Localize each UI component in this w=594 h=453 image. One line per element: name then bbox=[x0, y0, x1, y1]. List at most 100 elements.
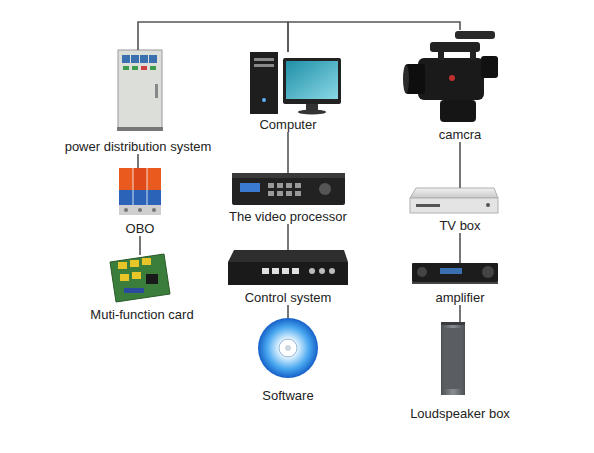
control-system-picture-part bbox=[329, 268, 335, 274]
surge-protector-picture-part bbox=[119, 168, 133, 190]
camera-picture-part bbox=[470, 50, 476, 60]
video-processor-picture-part bbox=[295, 183, 301, 188]
control-system-picture-part bbox=[282, 268, 289, 274]
software-disc-picture-part bbox=[285, 345, 291, 351]
computer-node: Computer bbox=[238, 52, 338, 132]
software-node: Software bbox=[250, 318, 326, 403]
power-cabinet-picture-part bbox=[141, 66, 147, 70]
camera-picture-part bbox=[418, 58, 484, 100]
control-system-picture bbox=[228, 250, 348, 285]
video-processor-picture-part bbox=[232, 173, 345, 178]
surge-protector-node: OBO bbox=[100, 168, 180, 236]
loudspeaker-node: Loudspeaker box bbox=[400, 322, 520, 421]
surge-protector-picture-part bbox=[124, 208, 128, 212]
computer-picture-part bbox=[254, 64, 274, 67]
circuit-card-picture-part bbox=[118, 262, 127, 269]
tv-box-picture-part bbox=[486, 203, 490, 207]
component-label: OBO bbox=[100, 221, 180, 236]
circuit-card-picture-part bbox=[130, 260, 139, 267]
power-cabinet-picture-part bbox=[117, 127, 163, 131]
surge-protector-picture-part bbox=[133, 168, 147, 190]
amplifier-picture bbox=[412, 263, 498, 284]
loudspeaker-picture-part bbox=[441, 322, 465, 395]
component-label: TV box bbox=[410, 218, 510, 233]
component-label: Software bbox=[250, 388, 326, 403]
power-cabinet-picture-part bbox=[140, 55, 148, 63]
camera-picture-part bbox=[449, 75, 455, 81]
video-processor-picture-part bbox=[240, 183, 260, 192]
component-label: power distribution system bbox=[58, 139, 218, 154]
amplifier-picture-part bbox=[412, 263, 498, 282]
computer-picture-part bbox=[254, 58, 274, 61]
connector-line bbox=[287, 305, 289, 318]
surge-protector-picture-part bbox=[147, 168, 148, 205]
software-disc-picture-part bbox=[279, 339, 297, 357]
loudspeaker-picture-part bbox=[441, 322, 465, 325]
software-disc-picture bbox=[258, 318, 318, 378]
video-processor-picture-part bbox=[286, 191, 292, 196]
computer-picture-part bbox=[286, 61, 338, 99]
component-label: Muti-function card bbox=[78, 307, 206, 322]
surge-protector-picture-part bbox=[138, 208, 142, 212]
circuit-card-picture-part bbox=[132, 272, 141, 279]
component-label: Loudspeaker box bbox=[400, 406, 520, 421]
control-system-node: Control system bbox=[225, 250, 351, 305]
power-system-node: power distribution system bbox=[58, 50, 218, 154]
card-node: Muti-function card bbox=[78, 255, 206, 322]
circuit-card-picture bbox=[110, 254, 170, 302]
video-processor-picture-part bbox=[268, 183, 274, 188]
power-cabinet-picture-part bbox=[123, 66, 129, 70]
video-processor-node: The video processor bbox=[218, 173, 358, 224]
computer-picture-part bbox=[306, 104, 318, 110]
component-label: camcra bbox=[410, 127, 510, 142]
control-system-picture-part bbox=[309, 268, 315, 274]
computer-picture bbox=[250, 52, 341, 115]
computer-picture-part bbox=[283, 58, 341, 104]
loudspeaker-picture-part bbox=[444, 328, 462, 389]
control-system-picture-part bbox=[292, 268, 299, 274]
surge-protector-picture-part bbox=[133, 168, 134, 205]
video-processor-picture-part bbox=[268, 191, 274, 196]
surge-protector-picture-part bbox=[152, 208, 156, 212]
amplifier-picture-part bbox=[412, 282, 498, 284]
camera-picture-part bbox=[403, 65, 409, 93]
video-processor-picture-part bbox=[277, 183, 283, 188]
amplifier-picture-part bbox=[417, 267, 427, 277]
surge-protector-picture bbox=[119, 168, 161, 215]
control-system-picture-part bbox=[228, 250, 348, 262]
connector-line bbox=[459, 233, 461, 263]
computer-picture-part bbox=[250, 52, 278, 114]
connector-line bbox=[459, 142, 461, 188]
control-system-picture-part bbox=[228, 262, 348, 285]
tv-box-picture-part bbox=[416, 204, 440, 207]
amplifier-picture-part bbox=[440, 268, 462, 274]
component-label: Control system bbox=[225, 290, 351, 305]
camera-picture-part bbox=[481, 56, 498, 78]
video-processor-picture-part bbox=[286, 183, 292, 188]
control-system-picture-part bbox=[272, 268, 279, 274]
connector-line bbox=[288, 22, 460, 52]
camera-picture-part bbox=[440, 100, 476, 122]
circuit-card-picture-part bbox=[124, 288, 144, 293]
computer-picture-part bbox=[262, 98, 266, 102]
circuit-card-picture-part bbox=[142, 258, 151, 265]
component-label: Computer bbox=[238, 117, 338, 132]
amplifier-picture-part bbox=[482, 266, 494, 278]
connector-line bbox=[137, 154, 139, 168]
power-cabinet-picture bbox=[117, 50, 163, 131]
video-processor-picture-part bbox=[277, 191, 283, 196]
tv-box-picture bbox=[410, 188, 498, 213]
power-cabinet-picture-part bbox=[149, 55, 157, 63]
component-label: amplifier bbox=[410, 290, 510, 305]
camera-picture-part bbox=[455, 31, 495, 39]
power-cabinet-picture-part bbox=[118, 50, 162, 128]
camera-node: camcra bbox=[410, 30, 510, 142]
camera-picture-part bbox=[438, 50, 444, 60]
tv-box-node: TV box bbox=[410, 188, 510, 233]
circuit-card-picture-part bbox=[120, 274, 129, 281]
power-cabinet-picture-part bbox=[155, 84, 158, 98]
amplifier-node: amplifier bbox=[410, 263, 510, 305]
circuit-card-picture-part bbox=[146, 274, 158, 284]
